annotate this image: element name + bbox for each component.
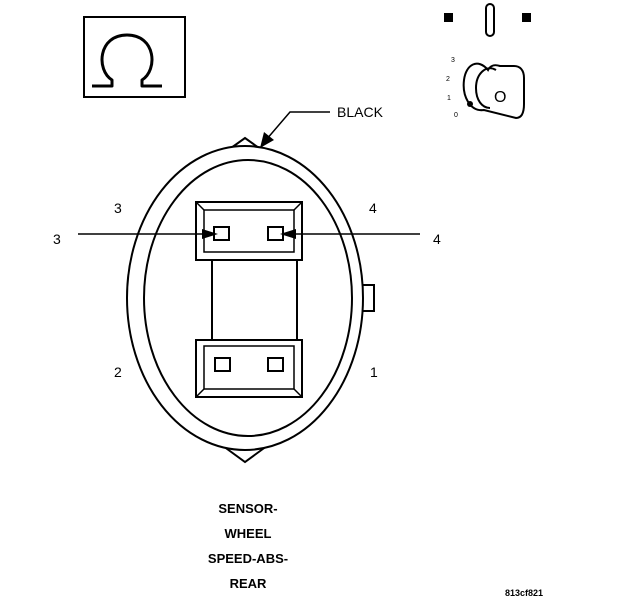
cavity-label-bottom-left: 2 xyxy=(114,364,122,380)
terminal-callout-left: 3 xyxy=(53,231,61,247)
component-name-line: REAR xyxy=(230,576,267,591)
key-letter: O xyxy=(494,89,506,106)
component-name-line: SENSOR- xyxy=(218,501,277,516)
terminal-callouts: 3 4 xyxy=(53,229,441,247)
ignition-position-2: 2 xyxy=(446,76,450,83)
component-name-line: WHEEL xyxy=(225,526,272,541)
ignition-position-0: 0 xyxy=(454,112,458,119)
component-name-line: SPEED-ABS- xyxy=(208,551,288,566)
figure-id: 813cf821 xyxy=(505,588,543,598)
ignition-key-icon: 3 2 1 0 O xyxy=(444,3,531,120)
cavity-label-top-left: 3 xyxy=(114,200,122,216)
component-name: SENSOR- WHEEL SPEED-ABS- REAR xyxy=(208,501,288,591)
cavity-1 xyxy=(267,357,284,372)
terminal-insert xyxy=(195,201,303,398)
ignition-position-3: 3 xyxy=(451,57,455,64)
cavity-label-bottom-right: 1 xyxy=(370,364,378,380)
terminal-callout-right: 4 xyxy=(433,231,441,247)
cavity-label-top-right: 4 xyxy=(369,200,377,216)
cavity-2 xyxy=(214,357,231,372)
ignition-position-1: 1 xyxy=(447,95,451,102)
cavity-4 xyxy=(267,226,284,241)
color-leader: BLACK xyxy=(260,104,384,148)
connector-color-label: BLACK xyxy=(337,104,384,120)
omega-resistance-icon xyxy=(83,16,186,98)
